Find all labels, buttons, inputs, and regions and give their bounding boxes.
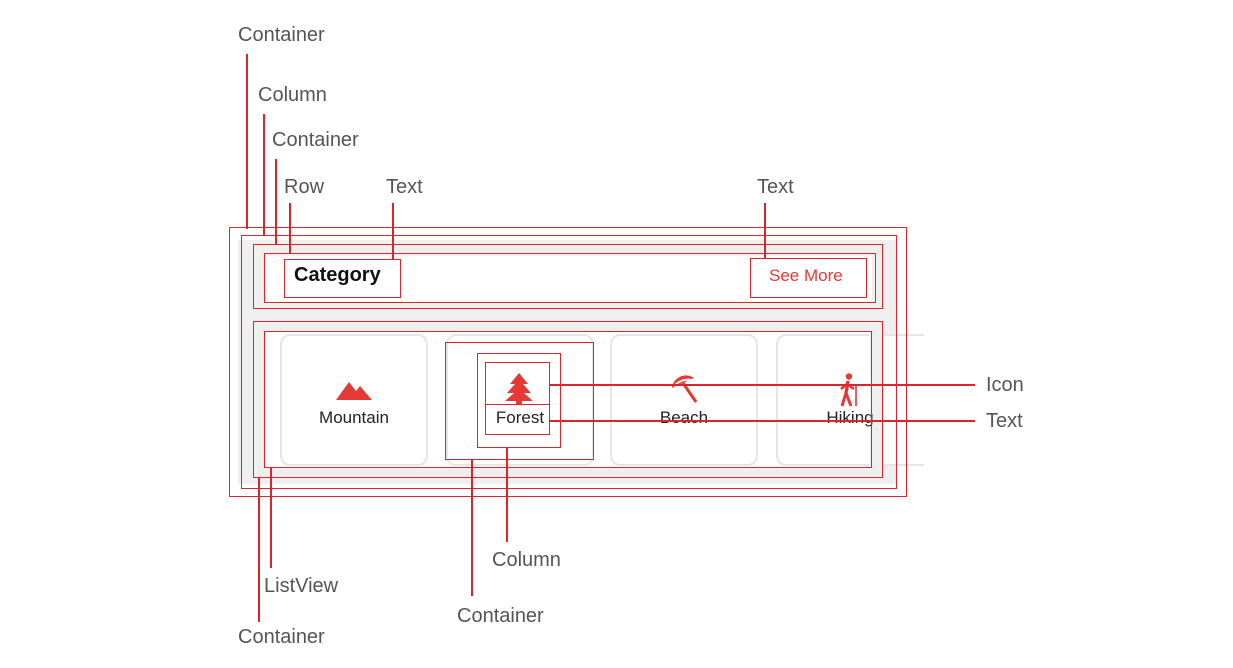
label-item-container: Container bbox=[457, 605, 544, 627]
category-label-hiking: Hiking bbox=[826, 408, 874, 427]
label-row: Row bbox=[284, 176, 325, 198]
mountain-icon bbox=[336, 378, 372, 407]
outline-text-title bbox=[284, 259, 401, 298]
label-listview: ListView bbox=[264, 575, 339, 597]
category-label-beach: Beach bbox=[659, 408, 709, 427]
category-label-forest: Forest bbox=[495, 408, 545, 427]
outline-row bbox=[264, 253, 876, 303]
outline-container-outer bbox=[229, 227, 907, 497]
label-text-left: Text bbox=[386, 176, 423, 198]
outline-text-seemore bbox=[750, 258, 867, 298]
label-icon: Icon bbox=[986, 374, 1024, 396]
listview-mask bbox=[870, 330, 884, 470]
category-label-mountain: Mountain bbox=[319, 408, 389, 427]
category-title: Category bbox=[294, 264, 381, 286]
label-item-column: Column bbox=[492, 549, 561, 571]
label-text-right: Text bbox=[757, 176, 794, 198]
label-container-top: Container bbox=[238, 24, 325, 46]
category-card-beach[interactable] bbox=[610, 334, 758, 466]
outline-listview bbox=[264, 331, 872, 468]
outline-item-column bbox=[477, 353, 561, 448]
outline-text-forest bbox=[485, 404, 550, 435]
label-container-bottom: Container bbox=[238, 626, 325, 648]
tree-icon bbox=[504, 373, 534, 410]
outline-container-header bbox=[253, 244, 883, 309]
outline-container-list bbox=[253, 321, 883, 478]
outline-icon bbox=[485, 362, 550, 405]
see-more-link[interactable]: See More bbox=[769, 266, 843, 285]
label-column: Column bbox=[258, 84, 327, 106]
outline-item-container bbox=[445, 342, 594, 460]
header-row bbox=[266, 256, 872, 302]
label-container-inner: Container bbox=[272, 129, 359, 151]
outline-column bbox=[241, 235, 897, 489]
label-text-side: Text bbox=[986, 410, 1023, 432]
